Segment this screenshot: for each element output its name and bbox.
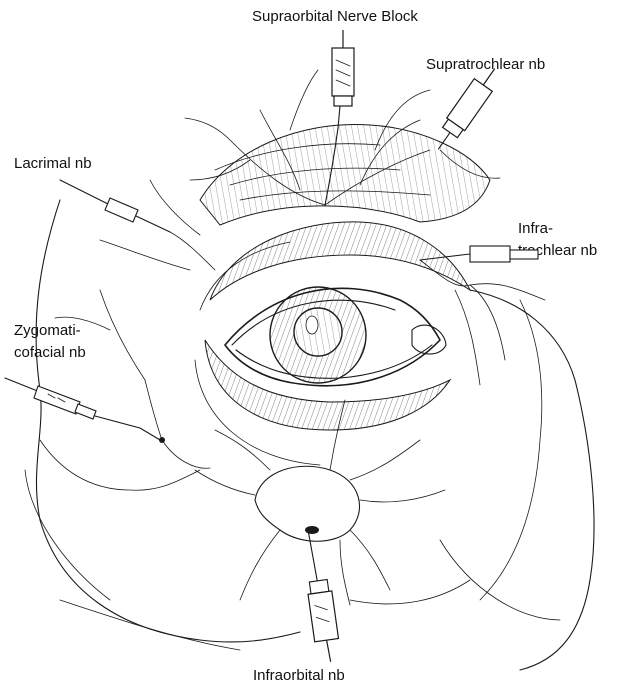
lacrimal-needle [60,180,170,232]
eyebrow [200,124,490,225]
zygomaticofacial-needle [5,378,165,443]
infraorbital-needle [299,530,341,664]
infraorbital-foramen [255,466,360,541]
supratrochlear-needle [430,62,504,155]
supraorbital-needle [332,30,354,128]
eye [225,287,446,386]
